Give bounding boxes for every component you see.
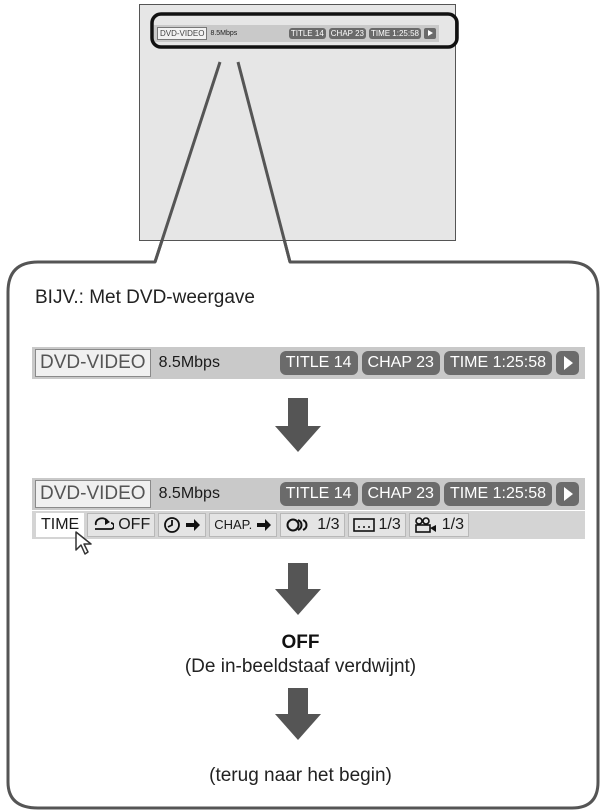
chapter-search-label: CHAP.: [214, 517, 253, 532]
onscreen-bar-expanded: DVD-VIDEO 8.5Mbps TITLE 14 CHAP 23 TIME …: [32, 478, 585, 510]
repeat-icon: [95, 517, 115, 530]
tv-screen: DVD-VIDEO 8.5Mbps TITLE 14 CHAP 23 TIME …: [139, 4, 456, 241]
callout-pointer: [153, 61, 292, 263]
chapter-badge: CHAP 23: [361, 482, 440, 506]
repeat-button[interactable]: OFF: [87, 513, 156, 537]
camera-angle-icon: [414, 517, 436, 533]
audio-icon: [286, 518, 308, 532]
source-label: DVD-VIDEO: [35, 349, 151, 377]
time-select-label: TIME: [41, 516, 80, 533]
mini-bitrate-label: 8.5Mbps: [210, 30, 238, 37]
back-to-start-label: (terug naar het begin): [209, 765, 392, 786]
angle-value: 1/3: [441, 516, 465, 533]
arrow-right-icon: [186, 519, 201, 531]
onscreen-bar: DVD-VIDEO 8.5Mbps TITLE 14 CHAP 23 TIME …: [32, 347, 585, 379]
subtitle-value: 1/3: [378, 516, 401, 533]
mini-play-icon: [424, 28, 436, 39]
source-label: DVD-VIDEO: [35, 480, 151, 508]
function-bar: TIME OFF CHAP. 1/3 1/3 1/3: [32, 511, 585, 539]
play-icon: [556, 351, 579, 375]
audio-button[interactable]: 1/3: [280, 513, 345, 537]
play-icon: [556, 482, 579, 506]
mini-chapter-badge: CHAP 23: [328, 28, 366, 39]
bitrate-label: 8.5Mbps: [158, 485, 220, 502]
mini-title-badge: TITLE 14: [288, 28, 326, 39]
chapter-badge: CHAP 23: [361, 351, 440, 375]
time-search-button[interactable]: [158, 513, 207, 537]
repeat-label: OFF: [118, 516, 151, 533]
time-badge: TIME 1:25:58: [443, 351, 552, 375]
mouse-cursor-icon: [75, 531, 92, 555]
off-label: OFF: [281, 632, 320, 653]
subtitle-button[interactable]: 1/3: [347, 513, 406, 537]
mini-bar-highlight: [150, 12, 459, 49]
angle-button[interactable]: 1/3: [408, 513, 470, 537]
title-badge: TITLE 14: [279, 482, 358, 506]
audio-value: 1/3: [317, 516, 340, 533]
arrow-right-icon: [257, 519, 272, 531]
mini-onscreen-bar: DVD-VIDEO 8.5Mbps TITLE 14 CHAP 23 TIME …: [154, 25, 439, 42]
bitrate-label: 8.5Mbps: [158, 354, 220, 371]
chapter-search-button[interactable]: CHAP.: [209, 513, 278, 537]
time-badge: TIME 1:25:58: [443, 482, 552, 506]
mini-time-badge: TIME 1:25:58: [368, 28, 421, 39]
off-description: (De in-beeldstaaf verdwijnt): [184, 656, 417, 677]
clock-icon: [164, 517, 181, 533]
subtitle-icon: [352, 518, 375, 532]
mini-source-label: DVD-VIDEO: [157, 27, 208, 40]
example-label: BIJV.: Met DVD-weergave: [35, 287, 255, 308]
title-badge: TITLE 14: [279, 351, 358, 375]
